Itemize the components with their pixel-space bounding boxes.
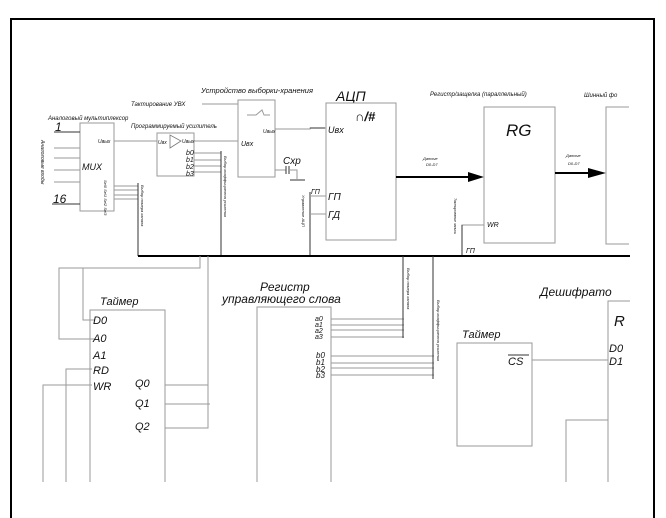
timer1-d0-wire [82, 268, 95, 321]
timer1-q2-wire [165, 404, 209, 429]
reg-title: Регистр/защелка (параллельный) [430, 91, 527, 98]
cw-title-1: Регистр [260, 280, 310, 294]
sh-clock-label: Тактирование УВХ [131, 102, 186, 108]
timer1-d0: D0 [93, 315, 108, 327]
decoder-d1: D1 [609, 356, 623, 368]
cw-title-2: управляющего слова [221, 292, 341, 306]
adc-in-label: Uвх [328, 125, 344, 135]
cw-b3: b3 [316, 371, 325, 380]
decoder-d0: D0 [609, 343, 624, 355]
cw-a2: a2 [315, 328, 323, 335]
bus-former-block [605, 106, 629, 245]
gp-signal-label-2: ГП [466, 248, 476, 255]
reg-wr-label: WR [487, 222, 499, 229]
mux-name: MUX [82, 162, 103, 172]
amp-b1: b1 [186, 157, 194, 164]
mux-input-1-label: 1 [55, 120, 62, 134]
timer1-a1: A1 [92, 350, 106, 362]
amp-gain-bus-label: Выбор коэффициента усиления [223, 156, 228, 218]
timer1-rd: RD [93, 365, 109, 377]
timer1-block [89, 309, 166, 482]
timer1-title: Таймер [100, 296, 139, 308]
decoder-wire [565, 419, 608, 482]
timer1-rd-wire [65, 368, 92, 482]
data2-label-b: D0-D7 [568, 161, 580, 166]
data1-label-b: D0-D7 [426, 162, 438, 167]
cw-b1: b1 [316, 358, 325, 367]
reg-block [483, 106, 556, 244]
gp-signal-label: ГП [311, 189, 321, 196]
cw-register-block [256, 306, 332, 482]
cw-b-bus-label: Выбор коэффициента усиления [436, 300, 441, 362]
reg-clock-label: Тактирование записи [453, 198, 457, 234]
sh-in-label: Uвх [241, 141, 254, 148]
amp-b3: b3 [186, 171, 194, 178]
reg-name: RG [506, 121, 532, 140]
cw-b0: b0 [316, 351, 325, 360]
adc-gd-label: ГД [328, 210, 340, 221]
mux-addr-bus-label: Выбор номера канала [140, 185, 145, 227]
amp-out-label: Uвых [182, 139, 195, 145]
amplifier-triangle-icon [169, 134, 182, 149]
sh-title: Устройство выборки-хранения [200, 86, 313, 95]
cap-label: Cхр [283, 156, 301, 167]
arrow-icon [468, 172, 484, 182]
adc-symbol: ∩/# [355, 109, 376, 124]
amp-b0: b0 [186, 150, 194, 157]
data2-label-a: Данные [565, 153, 581, 158]
amp-title: Программируемый усилитель [131, 123, 217, 130]
adc-ctrl-label: Управление АЦП [301, 195, 306, 227]
adc-block [325, 102, 397, 241]
analog-inputs-label: Аналоговые входы [39, 139, 45, 185]
bus-former-title: Шинный фо [584, 92, 618, 99]
cw-a-bus-label: Выбор номера канала [406, 268, 411, 310]
sh-block [237, 99, 276, 178]
timer1-q2: Q2 [135, 421, 150, 433]
timer1-wr: WR [93, 381, 111, 393]
timer1-wr-wire [42, 384, 92, 482]
mux-title: Аналоговый мультиплексор [47, 115, 129, 122]
timer1-a0-wire [58, 256, 201, 340]
amp-in-label: Uвх [158, 140, 167, 146]
adc-title: АЦП [335, 88, 367, 104]
cw-b2: b2 [316, 365, 325, 374]
drawing-frame [10, 18, 655, 518]
amp-b2: b2 [186, 164, 194, 171]
cw-a3: a3 [315, 334, 323, 341]
cw-a0: a0 [315, 316, 323, 323]
data1-label-a: Данные [422, 156, 438, 161]
adc-gp-label: ГП [328, 192, 341, 203]
sh-out-label: Uвых [263, 129, 276, 135]
timer1-a0: A0 [92, 333, 107, 345]
decoder-name: R [614, 313, 625, 330]
decoder-block [607, 300, 630, 482]
decoder-title: Дешифрато [538, 285, 612, 299]
timer1-q0: Q0 [135, 378, 151, 390]
cw-a1: a1 [315, 322, 323, 329]
mux-input-16-label: 16 [53, 192, 67, 206]
timer2-title: Таймер [462, 329, 501, 341]
timer2-block [456, 342, 533, 447]
timer2-cs: CS [508, 356, 524, 368]
mux-block [79, 122, 115, 212]
timer1-q1: Q1 [135, 398, 150, 410]
mux-addr-label: Sel0 Sel1 Sel2 Sel3 [103, 180, 108, 216]
ground-wire [289, 169, 298, 179]
mux-out-label: Uвых [98, 139, 111, 145]
switch-icon [247, 109, 270, 116]
arrow-icon [588, 168, 606, 178]
